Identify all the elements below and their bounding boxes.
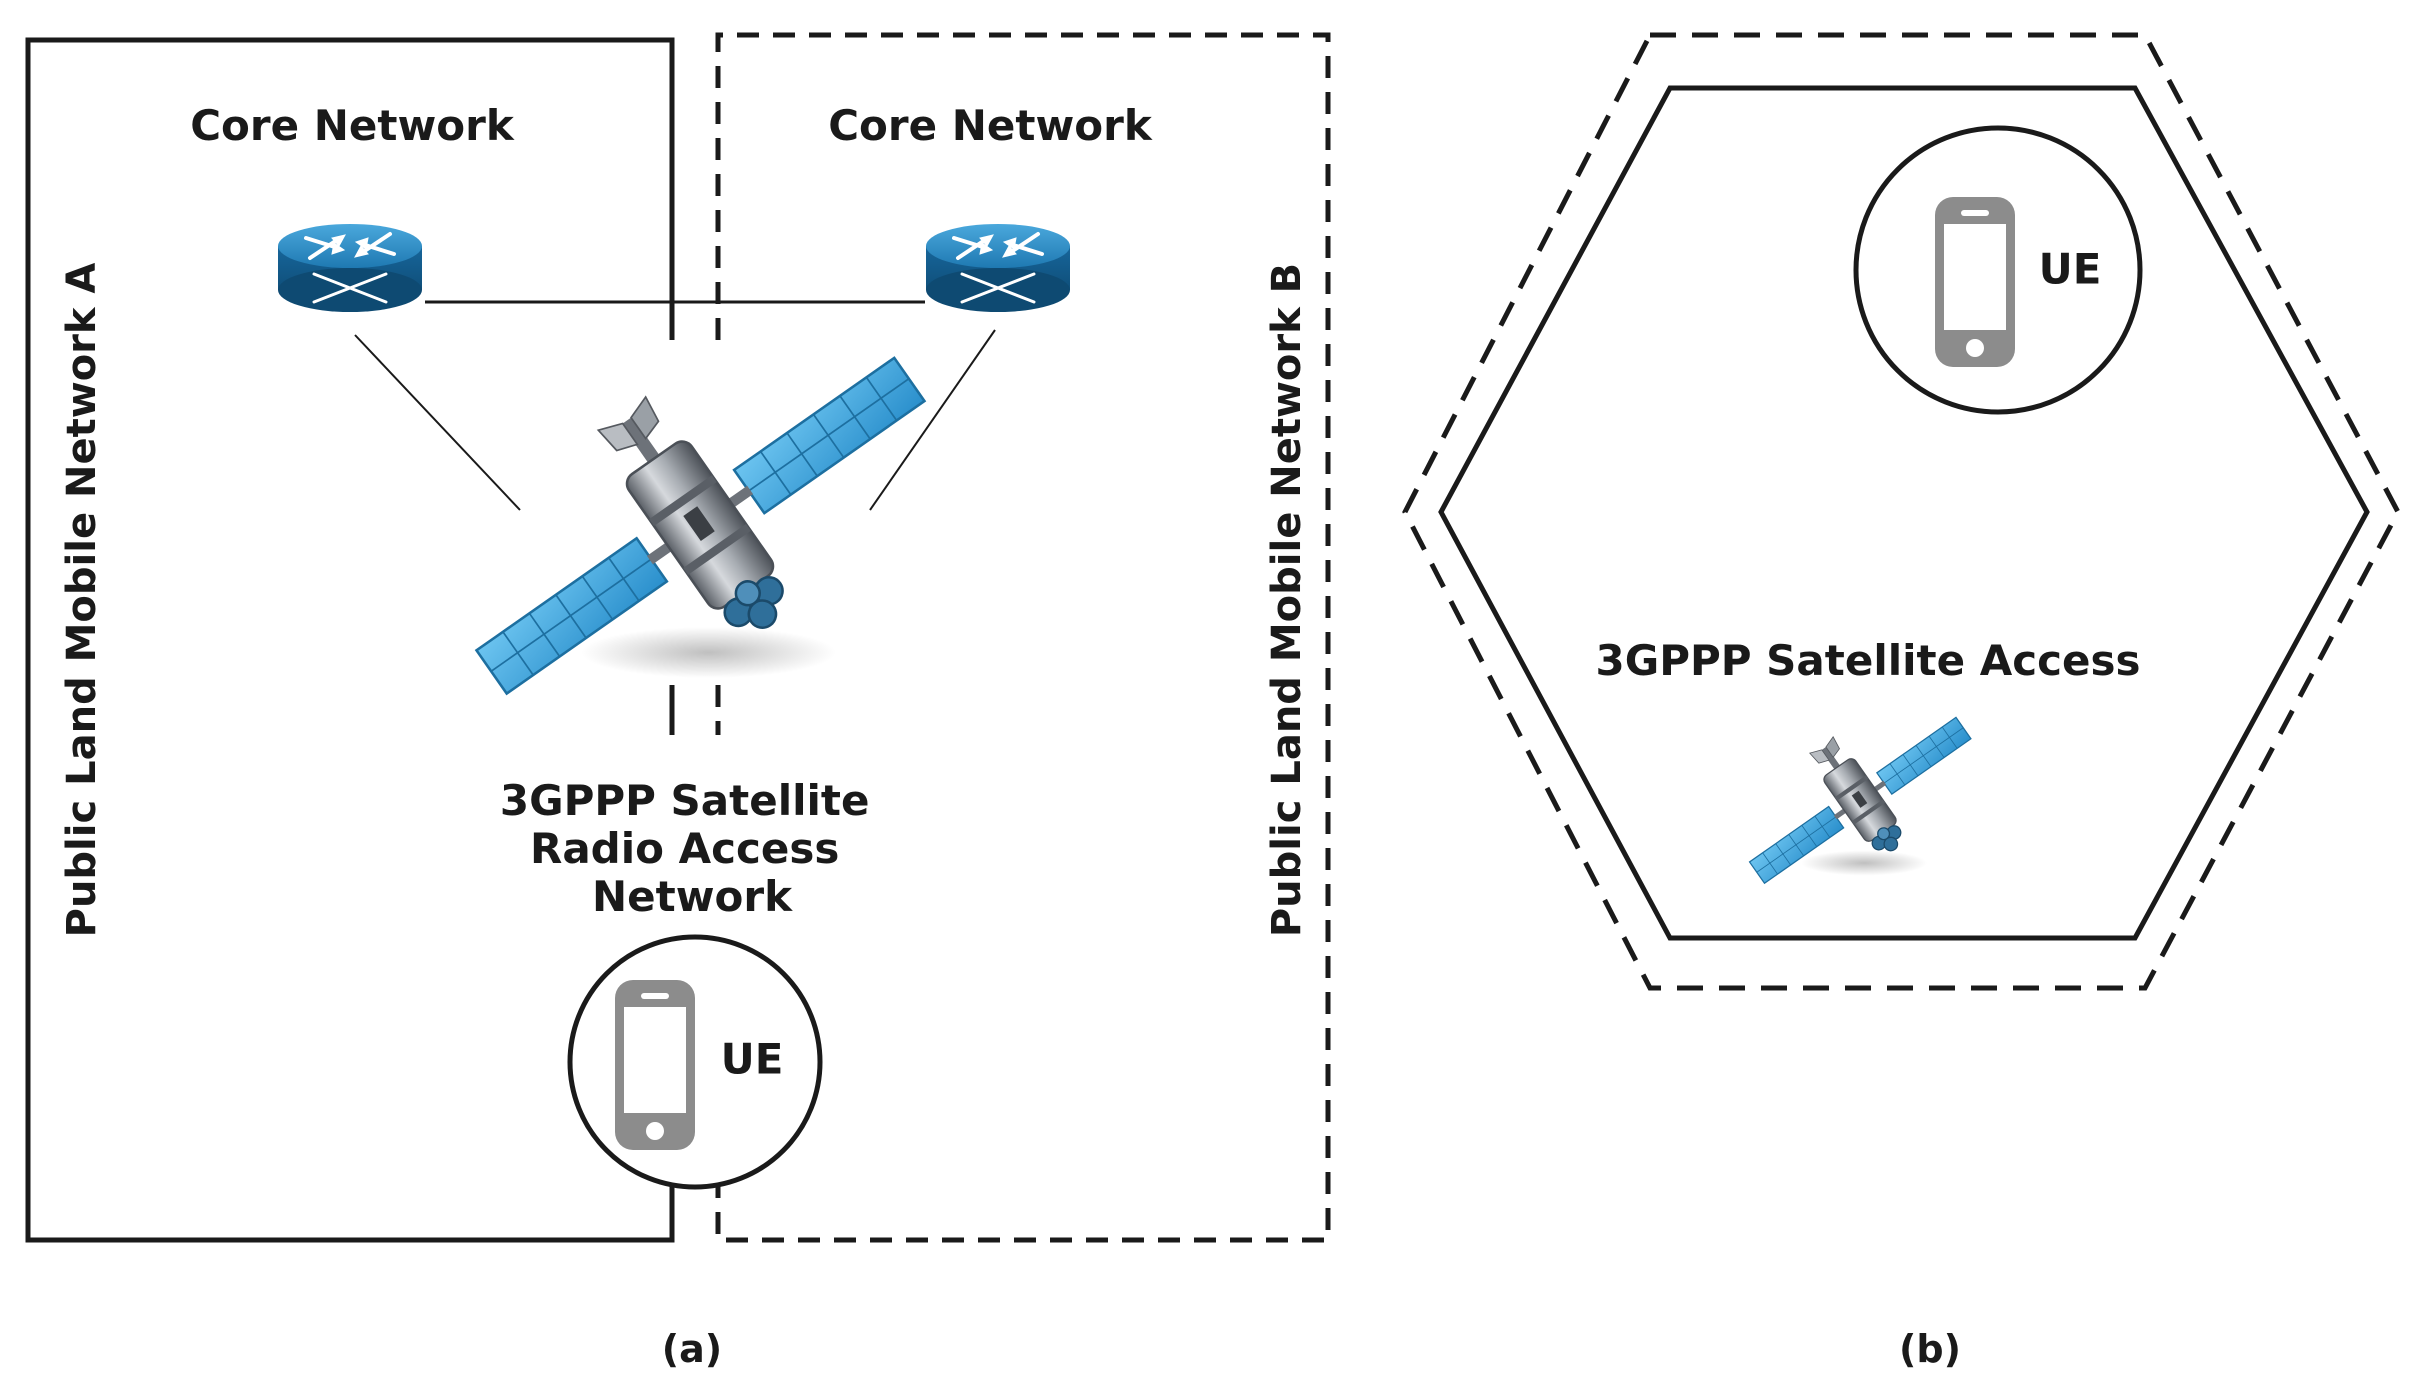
caption-b: (b) [1899, 1327, 1961, 1371]
core-network-b-label: Core Network [828, 101, 1153, 150]
ran-label: 3GPPP Satellite Radio Access Network [500, 776, 884, 921]
ue-b-label: UE [2039, 245, 2102, 294]
inner-solid-hexagon [1438, 85, 2370, 941]
satellite-access-label: 3GPPP Satellite Access [1596, 636, 2141, 685]
plmn-b-boundary [715, 32, 1331, 1243]
ran-label-line-1: 3GPPP Satellite [500, 776, 870, 825]
router-icon [924, 222, 1072, 314]
smartphone-icon [1935, 197, 2015, 367]
plmn-a-label: Public Land Mobile Network A [59, 263, 105, 938]
router-icon [276, 222, 424, 314]
smartphone-icon [615, 980, 695, 1150]
link-b-to-satellite [869, 329, 996, 511]
outer-dashed-hexagon [1402, 32, 2401, 991]
plmn-a-boundary [25, 37, 675, 1243]
panel-b: UE 3GPPP Satellite Access (b) [1402, 32, 2401, 1371]
satellite-icon [443, 311, 981, 773]
plmn-b-label: Public Land Mobile Network B [1264, 263, 1310, 937]
ran-label-line-2: Radio Access [530, 824, 839, 873]
satellite-icon [1733, 694, 1999, 923]
link-a-to-satellite [354, 334, 521, 511]
ue-a-label: UE [721, 1035, 784, 1084]
ran-label-line-3: Network [592, 872, 793, 921]
core-network-a-label: Core Network [190, 101, 515, 150]
caption-a: (a) [662, 1327, 722, 1371]
panel-a: Core Network Core Network Public Land Mo… [25, 32, 1331, 1371]
